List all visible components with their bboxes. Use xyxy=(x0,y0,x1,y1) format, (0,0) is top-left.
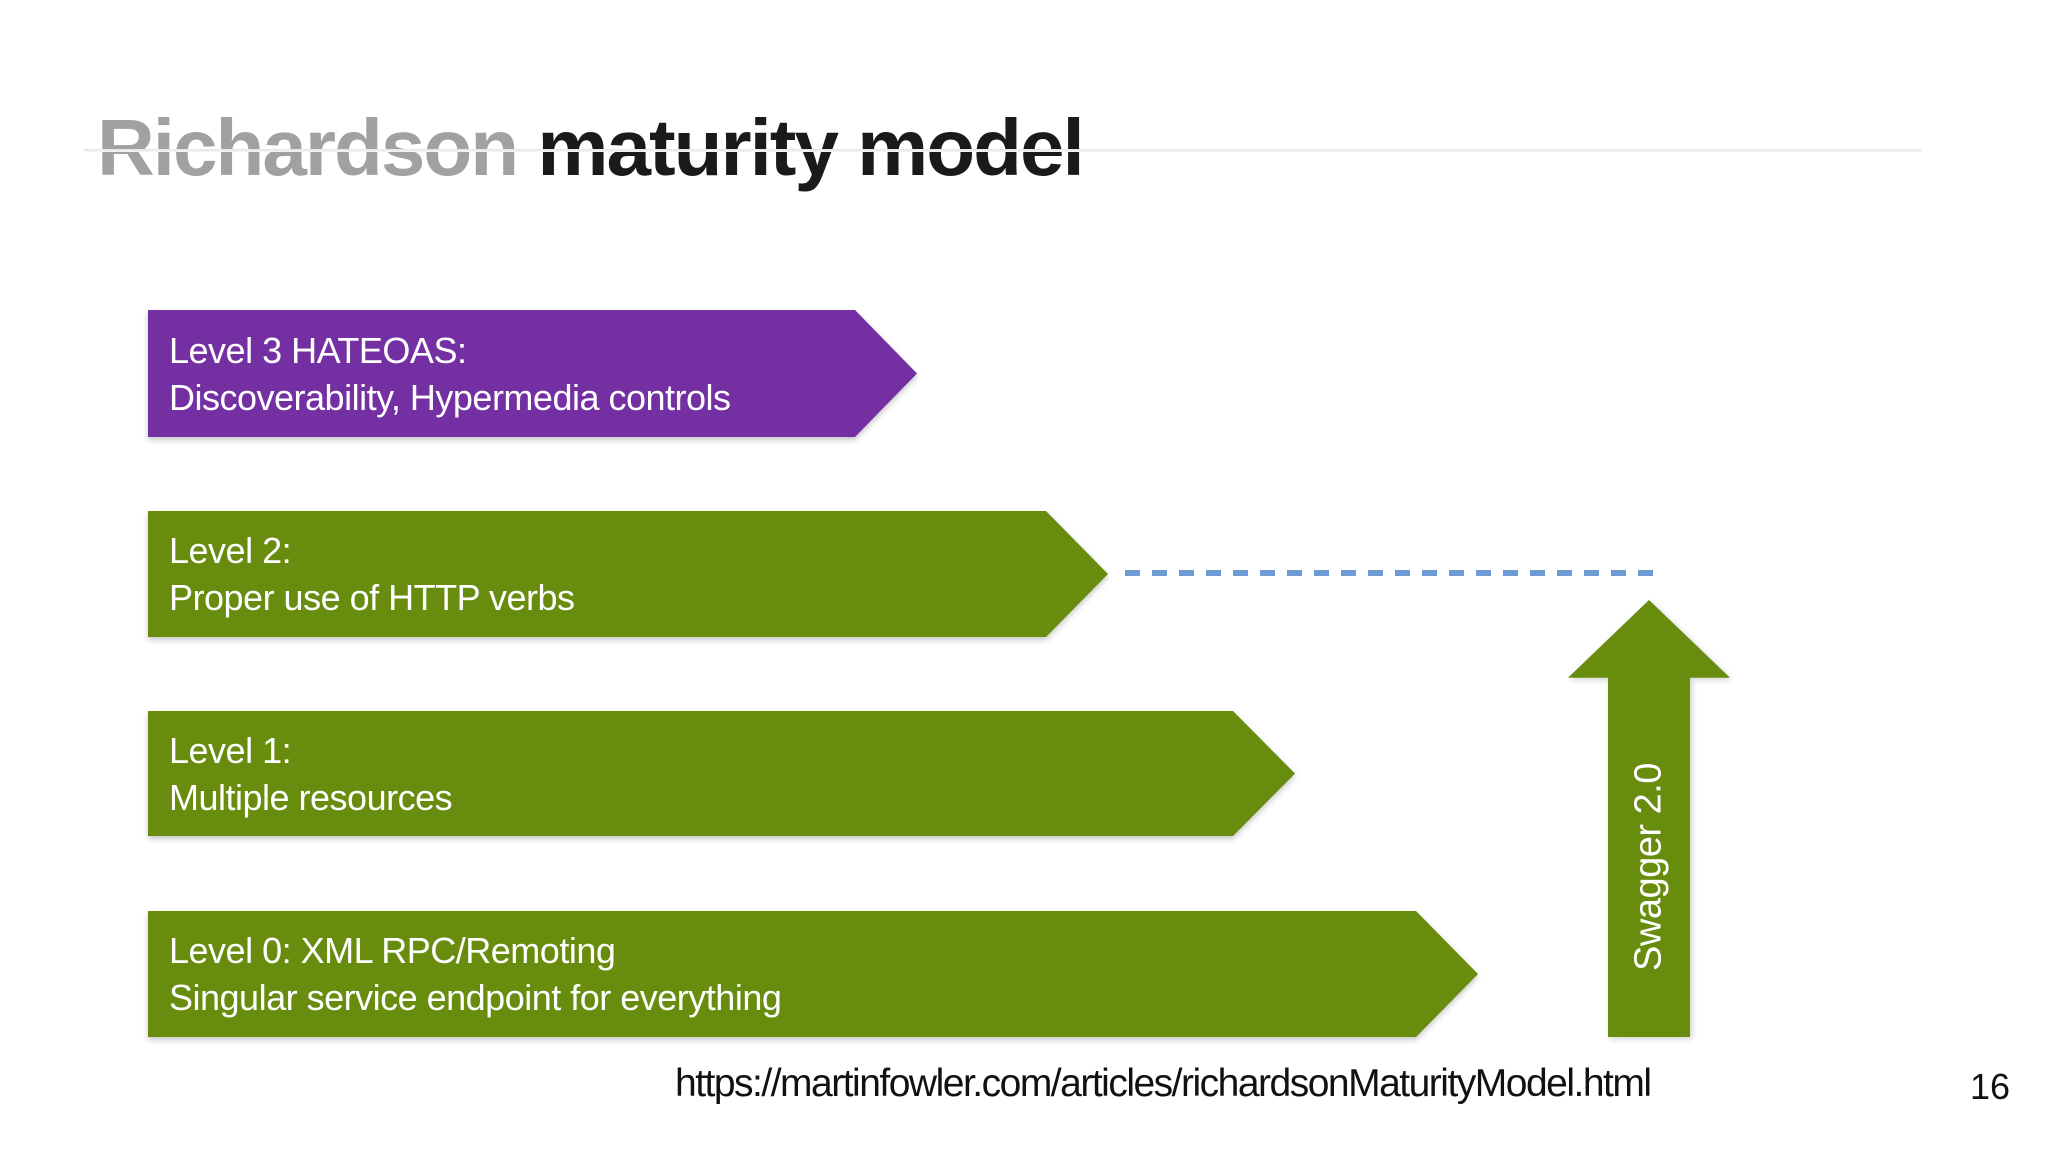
swagger-arrow: Swagger 2.0 xyxy=(1568,600,1730,1037)
level-0-line2: Singular service endpoint for everything xyxy=(169,977,782,1018)
title-richardson: Richardson xyxy=(97,102,519,192)
title-maturity-model: maturity model xyxy=(537,102,1084,192)
level-1-line2: Multiple resources xyxy=(169,776,453,818)
page-number: 16 xyxy=(1969,1066,2010,1107)
swagger-label: Swagger 2.0 xyxy=(1627,762,1670,971)
level-2-arrow-shape: Level 2: Proper use of HTTP verbs xyxy=(148,511,1108,637)
level-3-line2: Discoverability, Hypermedia controls xyxy=(169,376,731,418)
level-1-arrow-shape: Level 1: Multiple resources xyxy=(148,711,1295,836)
footer-url: https://martinfowler.com/articles/richar… xyxy=(675,1062,1652,1105)
title-divider xyxy=(84,149,1922,152)
level-0-line1: Level 0: XML RPC/Remoting xyxy=(169,930,616,971)
level-0-arrow-shape: Level 0: XML RPC/Remoting Singular servi… xyxy=(148,911,1478,1037)
level-1-line1: Level 1: xyxy=(169,729,292,771)
level-2-line2: Proper use of HTTP verbs xyxy=(169,577,575,618)
level-2-line1: Level 2: xyxy=(169,530,292,571)
level-0-arrow: Level 0: XML RPC/Remoting Singular servi… xyxy=(148,911,1478,1037)
level-1-arrow: Level 1: Multiple resources xyxy=(148,711,1295,836)
slide-title: Richardson maturity model xyxy=(97,102,1085,192)
level-3-arrow-shape: Level 3 HATEOAS: Discoverability, Hyperm… xyxy=(148,310,917,437)
dashed-connector-line xyxy=(1125,570,1662,576)
level-3-line1: Level 3 HATEOAS: xyxy=(169,329,467,371)
level-2-arrow: Level 2: Proper use of HTTP verbs xyxy=(148,511,1108,637)
level-3-arrow: Level 3 HATEOAS: Discoverability, Hyperm… xyxy=(148,310,917,437)
